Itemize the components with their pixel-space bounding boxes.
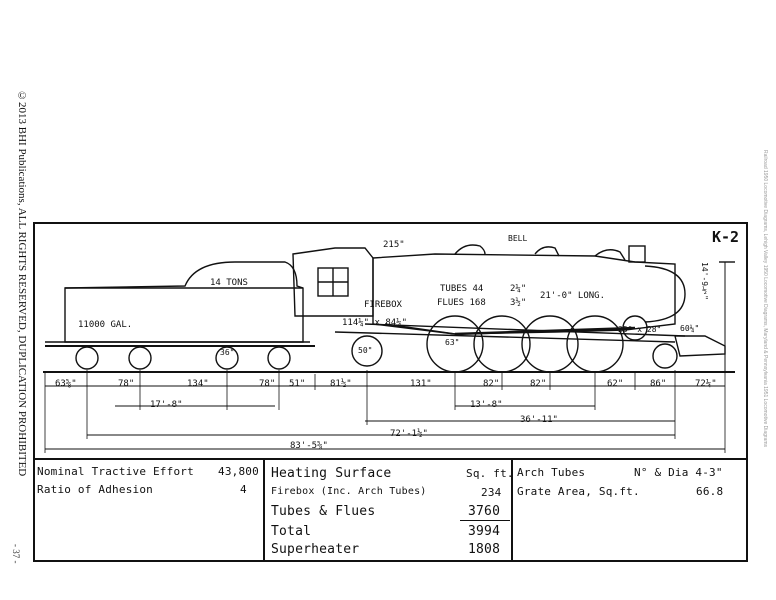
spacing-row: 63⅝" 78" 134" 78" 51" 81½" 131" 82" 82" …: [35, 379, 746, 391]
firebox-surface-value: 234: [481, 486, 502, 499]
tractive-effort-label: Nominal Tractive Effort: [37, 465, 194, 478]
driver-label: 63": [445, 338, 460, 347]
tender-water-label: 11000 GAL.: [78, 320, 133, 330]
engine-wheelbase: 36'-11": [520, 415, 558, 425]
boiler: [372, 253, 676, 335]
trailing-wheel-label: 50": [358, 346, 373, 355]
height-dimension: 14'-9½": [700, 262, 709, 300]
side-note: Railroad 1950 Locomotive Diagrams, Lehig…: [762, 150, 768, 448]
total-wheelbase: 72'-1½": [390, 429, 428, 439]
arch-tubes-value: N° & Dia 4-3": [634, 466, 723, 479]
adhesion-label: Ratio of Adhesion: [37, 483, 153, 496]
spacing-12: 72¼": [695, 379, 717, 389]
spacing-1: 63⅝": [55, 379, 77, 389]
heating-surface-title: Heating Surface: [271, 466, 392, 481]
superheater-value: 1808: [468, 542, 501, 557]
firebox-dims: 114¼" x 84¼": [342, 318, 408, 328]
top-dimension: 215": [383, 240, 405, 250]
total-label: Total: [271, 524, 312, 539]
tender-wheelbase: 17'-8": [150, 400, 183, 410]
spacing-2: 78": [118, 379, 135, 389]
tender-wheel-label: 36": [220, 348, 235, 357]
copyright-notice: ©2013 BHI Publications, ALL RIGHTS RESER…: [16, 90, 28, 477]
pilot-height-label: 60¼": [680, 324, 700, 333]
spacing-11: 86": [650, 379, 667, 389]
tube-size-label: 2¼": [510, 284, 527, 294]
grate-area-value: 66.8: [696, 485, 724, 498]
spacing-7: 131": [410, 379, 432, 389]
grate-area-label: Grate Area, Sq.ft.: [517, 485, 640, 498]
superheater-label: Superheater: [271, 542, 360, 557]
tender-coal-label: 14 TONS: [210, 278, 248, 288]
spacing-5: 51": [289, 379, 306, 389]
spec-divider: [33, 458, 748, 460]
flues-label: FLUES 168: [437, 298, 486, 308]
tubes-flues-label: Tubes & Flues: [271, 504, 376, 519]
spacing-4: 78": [259, 379, 276, 389]
spacing-10: 62": [607, 379, 624, 389]
tender-body: [64, 261, 304, 343]
flue-size-label: 3½": [510, 298, 527, 308]
firebox-surface-label: Firebox (Inc. Arch Tubes): [271, 486, 427, 497]
length-label: 21'-0" LONG.: [540, 291, 606, 301]
tubes-flues-value: 3760: [468, 504, 501, 519]
diagram-frame: [33, 222, 748, 562]
overall-length: 83'-5⅝": [290, 441, 328, 451]
tractive-effort-value: 43,800: [218, 465, 259, 478]
bell-label: BELL: [508, 234, 528, 243]
sum-underline: [460, 520, 510, 521]
total-value: 3994: [468, 524, 501, 539]
heating-unit: Sq. ft.: [466, 467, 514, 480]
cylinder-label: 25" x 28": [618, 325, 662, 334]
arch-tubes-label: Arch Tubes: [517, 466, 586, 479]
locomotive-diagram: [43, 244, 735, 453]
spacing-6: 81½": [330, 379, 352, 389]
tubes-label: TUBES 44: [440, 284, 484, 294]
spec-column-divider-2: [511, 459, 513, 561]
driving-wheelbase: 13'-8": [470, 400, 503, 410]
firebox-label: FIREBOX: [364, 300, 402, 310]
spacing-8: 82": [483, 379, 500, 389]
class-label: K-2: [712, 228, 740, 246]
adhesion-value: 4: [240, 483, 247, 496]
spacing-3: 134": [187, 379, 209, 389]
spacing-9: 82": [530, 379, 547, 389]
spec-column-divider-1: [263, 459, 265, 561]
page-number: - 37 -: [11, 544, 21, 564]
